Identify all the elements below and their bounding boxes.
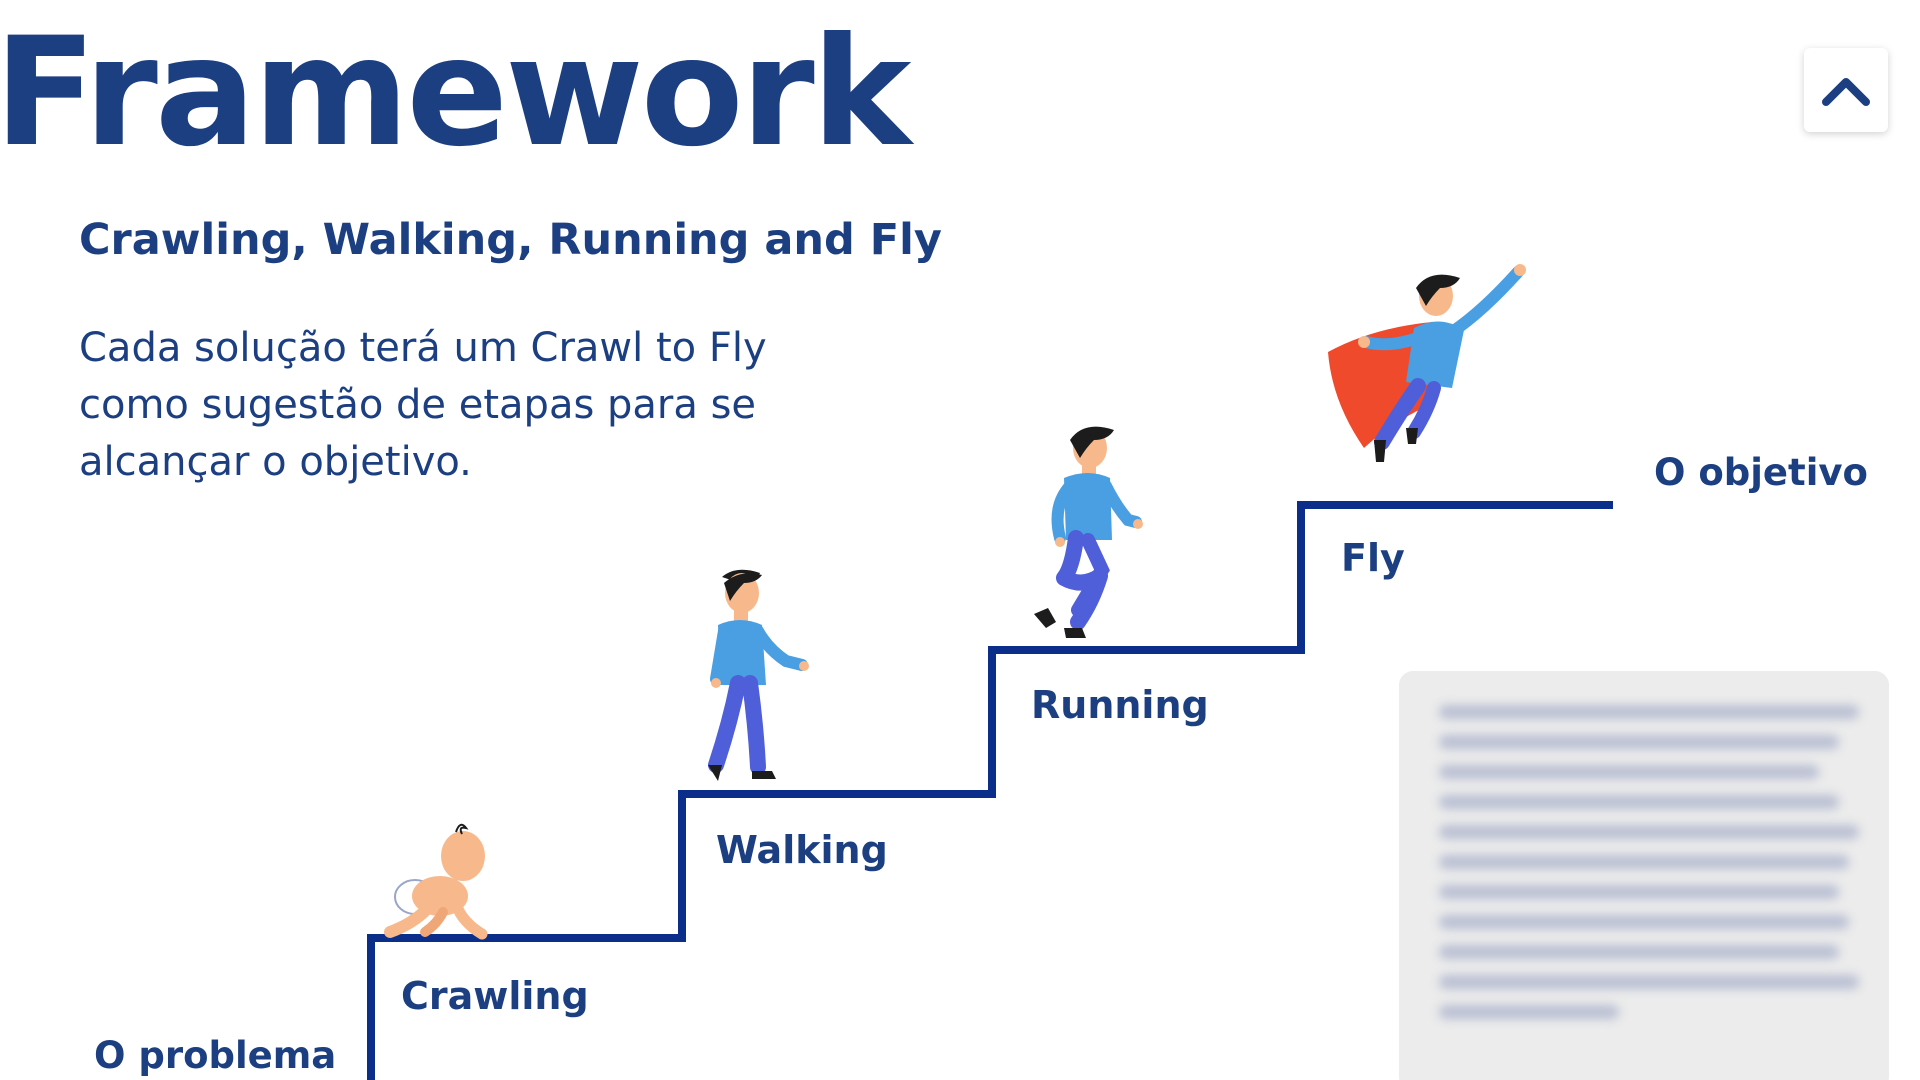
- scroll-to-top-button[interactable]: [1804, 48, 1888, 132]
- step-label-crawling: Crawling: [401, 974, 589, 1018]
- page-title: Framework: [0, 6, 911, 180]
- blurred-text-placeholder: [1439, 705, 1859, 1019]
- section-description: Cada solução terá um Crawl to Fly como s…: [79, 325, 767, 485]
- chevron-up-icon: [1822, 78, 1870, 106]
- step-label-running: Running: [1031, 683, 1209, 727]
- step-label-walking: Walking: [716, 828, 888, 872]
- end-label: O objetivo: [1654, 451, 1868, 494]
- start-label: O problema: [94, 1034, 337, 1077]
- running-man-icon: [1034, 426, 1143, 638]
- walking-man-icon: [708, 569, 809, 781]
- crawling-baby-icon: [384, 823, 488, 940]
- section-subtitle: Crawling, Walking, Running and Fly: [79, 215, 942, 265]
- info-panel: [1399, 671, 1889, 1080]
- step-label-fly: Fly: [1341, 536, 1405, 580]
- flying-superhero-icon: [1328, 264, 1526, 462]
